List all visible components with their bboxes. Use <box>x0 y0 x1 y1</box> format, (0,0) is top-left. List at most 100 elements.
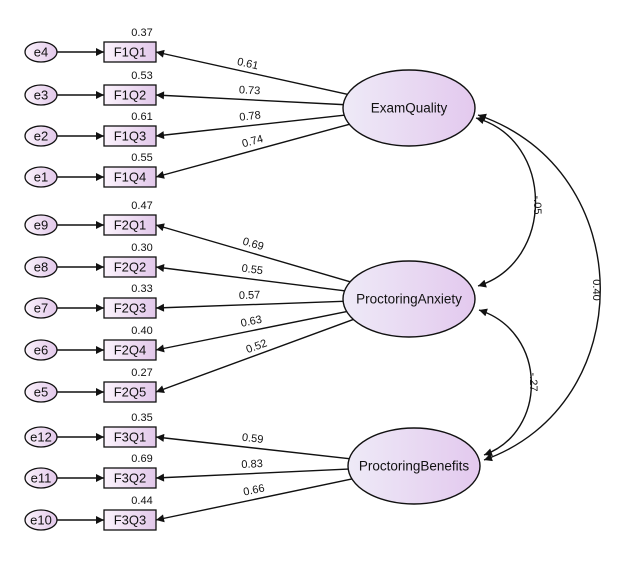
error-term <box>24 509 58 531</box>
covariance-curve <box>475 116 537 288</box>
error-term-label: e2 <box>34 129 48 144</box>
loading-arrow <box>155 433 350 460</box>
indicator-box <box>103 467 157 489</box>
error-term <box>24 84 58 106</box>
indicator-box <box>103 125 157 147</box>
error-term-label: e4 <box>34 45 48 60</box>
indicator-label: F2Q4 <box>114 343 147 358</box>
loading-coefficient: 0.66 <box>242 482 265 498</box>
error-term-label: e7 <box>34 301 48 316</box>
squared-multiple-correlation: 0.55 <box>131 152 152 164</box>
indicator-box <box>103 214 157 236</box>
loading-arrow <box>155 114 345 140</box>
error-term-label: e5 <box>34 385 48 400</box>
loading-coefficient: 0.63 <box>240 314 263 330</box>
loading-coefficient: 0.57 <box>239 289 261 302</box>
covariance-curve <box>477 113 601 462</box>
edges-layer <box>57 48 601 524</box>
error-term <box>24 426 58 448</box>
error-term-label: e8 <box>34 260 48 275</box>
latent-factor <box>342 260 476 338</box>
loading-coefficient: 0.78 <box>239 109 262 123</box>
indicator-label: F2Q1 <box>114 218 147 233</box>
loading-arrow <box>155 123 350 179</box>
indicator-label: F2Q2 <box>114 260 147 275</box>
loading-coefficient: 0.52 <box>245 337 269 356</box>
error-term <box>24 381 58 403</box>
loading-coefficient: 0.74 <box>241 133 265 150</box>
latent-factor <box>342 69 476 147</box>
covariance-value: -.27 <box>527 373 539 392</box>
squared-multiple-correlation: 0.61 <box>131 111 152 123</box>
error-term <box>24 214 58 236</box>
loading-arrow <box>155 91 344 106</box>
error-term-label: e10 <box>30 513 52 528</box>
error-term-label: e12 <box>30 430 52 445</box>
loading-coefficient: 0.61 <box>236 56 260 72</box>
error-term-label: e3 <box>34 88 48 103</box>
loading-coefficient: 0.59 <box>241 432 264 446</box>
loading-arrow <box>155 49 348 96</box>
loading-arrow <box>155 310 347 353</box>
indicator-box <box>103 509 157 531</box>
indicator-box <box>103 84 157 106</box>
indicator-label: F3Q3 <box>114 513 147 528</box>
latent-factor-label: ProctoringBenefits <box>359 459 470 474</box>
indicator-label: F3Q1 <box>114 430 147 445</box>
indicator-box <box>103 256 157 278</box>
indicator-label: F1Q3 <box>114 129 147 144</box>
indicator-box <box>103 339 157 361</box>
error-term <box>24 166 58 188</box>
error-term-label: e6 <box>34 343 48 358</box>
indicator-box <box>103 297 157 319</box>
squared-multiple-correlation: 0.37 <box>131 27 152 39</box>
error-term-label: e9 <box>34 218 48 233</box>
loading-coefficient: 0.55 <box>241 263 264 278</box>
squared-multiple-correlation: 0.30 <box>131 242 152 254</box>
covariance-value: 0.40 <box>590 279 602 300</box>
loading-coefficient: 0.69 <box>241 236 265 254</box>
loading-arrow <box>155 264 345 292</box>
squared-multiple-correlation: 0.47 <box>131 200 152 212</box>
error-term-label: e11 <box>31 471 52 486</box>
latent-factor <box>347 427 481 505</box>
indicator-label: F1Q1 <box>114 45 147 60</box>
error-term <box>24 256 58 278</box>
squared-multiple-correlation: 0.40 <box>131 325 152 337</box>
indicator-label: F2Q3 <box>114 301 147 316</box>
error-term <box>24 297 58 319</box>
error-term <box>24 339 58 361</box>
indicator-box <box>103 426 157 448</box>
indicator-box <box>103 166 157 188</box>
latent-factor-label: ProctoringAnxiety <box>356 292 462 307</box>
nodes-layer <box>24 41 481 531</box>
latent-factor-label: ExamQuality <box>371 101 448 116</box>
error-term <box>24 125 58 147</box>
indicator-label: F3Q2 <box>114 471 147 486</box>
indicator-box <box>103 41 157 63</box>
squared-multiple-correlation: 0.53 <box>131 70 152 82</box>
loading-arrow <box>155 300 344 312</box>
squared-multiple-correlation: 0.69 <box>131 453 152 465</box>
covariance-curve <box>478 308 533 457</box>
indicator-box <box>103 381 157 403</box>
loading-coefficient: 0.73 <box>239 84 261 97</box>
loading-coefficient: 0.83 <box>241 458 263 471</box>
covariance-value: -.05 <box>531 196 543 215</box>
error-term <box>24 41 58 63</box>
squared-multiple-correlation: 0.35 <box>131 412 152 424</box>
loading-arrow <box>155 318 354 393</box>
indicator-label: F2Q5 <box>114 385 147 400</box>
squared-multiple-correlation: 0.27 <box>131 367 152 379</box>
loading-arrow <box>155 478 353 523</box>
loading-arrow <box>155 223 351 283</box>
loading-arrow <box>155 468 349 482</box>
labels-layer: e4 F1Q1 0.37 0.61 e3 F1Q2 0.53 0.73 e2 F1Q3 0.61 0.… <box>30 27 602 528</box>
squared-multiple-correlation: 0.33 <box>131 283 152 295</box>
squared-multiple-correlation: 0.44 <box>131 495 152 507</box>
indicator-label: F1Q4 <box>114 170 147 185</box>
indicator-label: F1Q2 <box>114 88 147 103</box>
error-term-label: e1 <box>34 170 48 185</box>
error-term <box>24 467 58 489</box>
